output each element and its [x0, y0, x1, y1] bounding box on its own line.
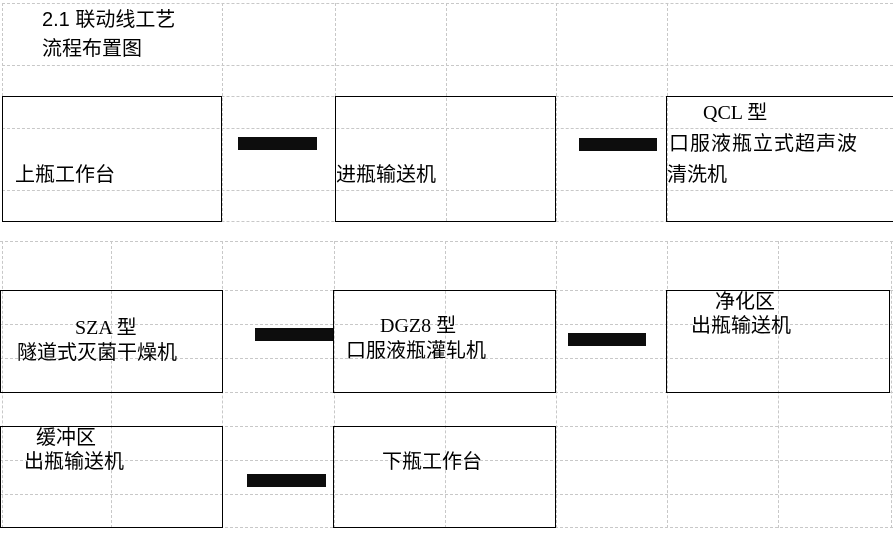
station-box-infeed-conveyor: [335, 96, 556, 222]
gridline: [2, 241, 3, 528]
station-label: 下瓶工作台: [382, 451, 482, 473]
gridline: [2, 65, 893, 66]
connector-bar: [568, 333, 646, 346]
station-box-clean-zone-outfeed: [666, 290, 890, 393]
station-model: SZA 型: [75, 317, 137, 339]
gridline: [0, 241, 893, 242]
station-box-ultrasonic-washer: [666, 96, 893, 222]
gridline: [2, 3, 893, 4]
gridline: [446, 3, 447, 221]
title-line-2: 流程布置图: [42, 38, 142, 60]
gridline: [556, 241, 557, 528]
connector-bar: [579, 138, 657, 151]
station-label: 进瓶输送机: [336, 164, 436, 186]
station-label: 清洗机: [667, 164, 727, 186]
gridline: [222, 3, 223, 221]
station-label: 出瓶输送机: [24, 451, 124, 473]
connector-bar: [255, 328, 333, 341]
gridline: [667, 3, 668, 221]
gridline: [0, 460, 893, 461]
station-box-buffer-outfeed: [0, 426, 223, 528]
gridline: [0, 358, 893, 359]
station-label: 上瓶工作台: [15, 164, 115, 186]
station-zone: 净化区: [715, 291, 775, 313]
station-box-tunnel-sterilizer: [0, 290, 223, 393]
gridline: [445, 241, 446, 528]
connector-bar: [238, 137, 317, 150]
connector-bar: [247, 474, 326, 487]
gridline: [667, 241, 668, 528]
gridline: [111, 241, 112, 528]
station-box-unloading-table: [333, 426, 556, 528]
station-model: QCL 型: [703, 102, 768, 124]
station-label: 口服液瓶灌轧机: [346, 340, 486, 362]
gridline: [334, 241, 335, 528]
station-zone: 缓冲区: [36, 427, 96, 449]
gridline: [0, 324, 893, 325]
gridline: [0, 494, 893, 495]
station-label: 隧道式灭菌干燥机: [17, 342, 177, 364]
gridline: [891, 241, 892, 528]
gridline: [556, 3, 557, 221]
station-model: DGZ8 型: [380, 315, 457, 337]
gridline: [2, 190, 893, 191]
station-label: 口服液瓶立式超声波: [669, 133, 858, 155]
gridline: [2, 128, 893, 129]
title-line-1: 2.1 联动线工艺: [42, 9, 176, 31]
station-label: 出瓶输送机: [691, 315, 791, 337]
station-box-filling-capping: [333, 290, 556, 393]
station-box-loading-table: [2, 96, 222, 222]
gridline: [778, 241, 779, 528]
